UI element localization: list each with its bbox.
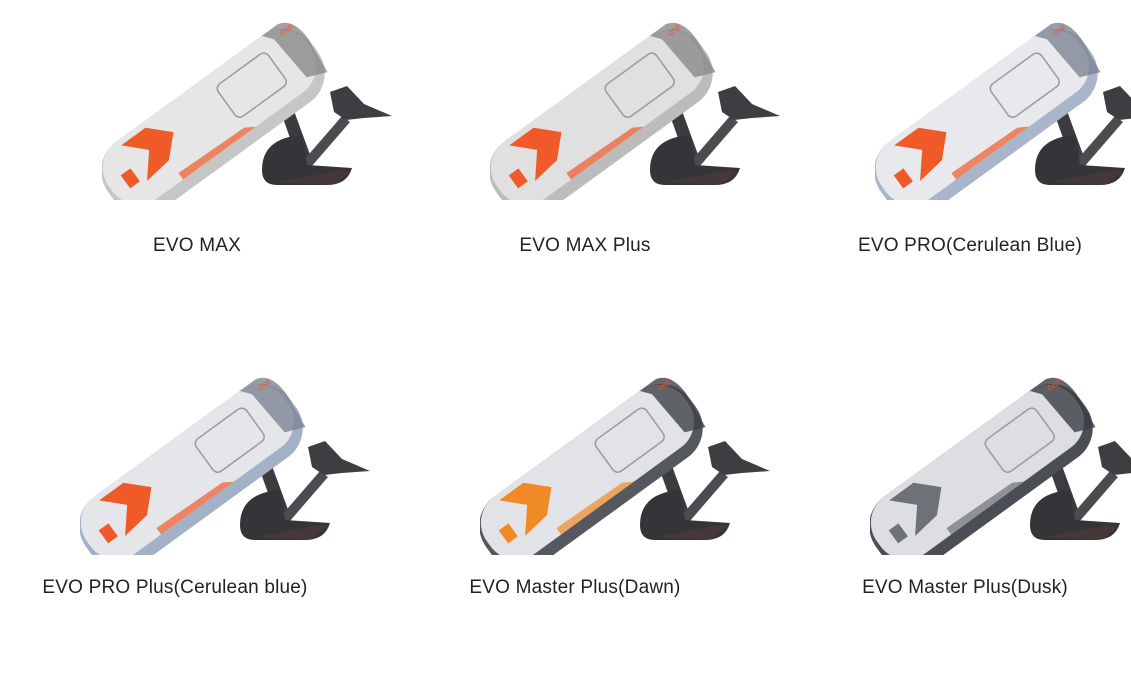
efoil-board-image: ONE [80,377,370,555]
board-icon: ONE [875,22,1101,200]
efoil-board-image: ONE [875,22,1131,200]
board-icon: ONE [80,377,306,555]
efoil-board-image: ONE [870,377,1131,555]
product-card-evo-master-plus-dawn[interactable]: ONE EVO Master Plus(Dawn) [385,377,770,680]
board-icon: ONE [102,22,328,200]
efoil-board-image: ONE [102,22,392,200]
product-name[interactable]: EVO PRO Plus(Cerulean blue) [42,577,308,598]
board-icon: ONE [480,377,706,555]
foil-icon [1030,433,1131,540]
product-card-evo-master-plus-dusk[interactable]: ONE EVO Master Plus(Dusk) [775,377,1131,680]
product-card-evo-pro-plus-cerulean-blue[interactable]: ONE EVO PRO Plus(Cerulean blue) [0,377,370,680]
product-name[interactable]: EVO Master Plus(Dusk) [862,577,1068,598]
efoil-board-image: ONE [490,22,780,200]
product-card-evo-pro-cerulean-blue[interactable]: ONE EVO PRO(Cerulean Blue) [780,20,1131,320]
product-name[interactable]: EVO MAX Plus [519,235,651,256]
efoil-board-image: ONE [480,377,770,555]
foil-icon [1035,78,1131,185]
foil-icon [262,78,392,185]
board-icon: ONE [870,377,1096,555]
product-card-evo-max-plus[interactable]: ONE EVO MAX Plus [395,20,780,320]
product-name[interactable]: EVO Master Plus(Dawn) [469,577,681,598]
product-card-evo-max[interactable]: ONE EVO MAX [7,20,392,320]
product-name[interactable]: EVO MAX [153,235,241,256]
product-name[interactable]: EVO PRO(Cerulean Blue) [857,235,1083,256]
board-icon: ONE [490,22,716,200]
